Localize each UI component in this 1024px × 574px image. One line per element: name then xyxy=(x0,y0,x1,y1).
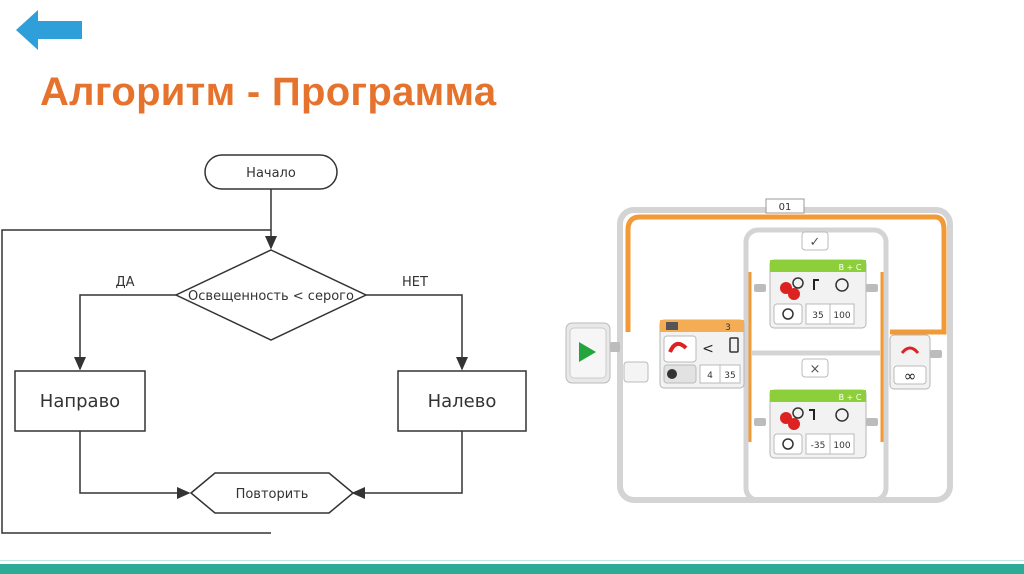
left-action-box xyxy=(397,370,527,432)
left-action-label: Налево xyxy=(428,391,497,412)
yes-label: ДА xyxy=(115,275,134,290)
play-icon xyxy=(579,342,596,362)
move-steering-block-true: B + C 35 100 xyxy=(769,259,867,329)
repeat-hexagon xyxy=(189,472,355,514)
right-action-box xyxy=(14,370,146,432)
svg-text:B + C: B + C xyxy=(839,263,862,272)
threshold-value: 35 xyxy=(724,371,735,381)
bottom-accent-bar xyxy=(0,561,1024,574)
move-steering-block-false: B + C -35 100 xyxy=(769,389,867,459)
slide-title: Алгоритм - Программа xyxy=(40,70,497,114)
true-case-icon: ✓ xyxy=(810,235,821,250)
flowchart: Начало Освещенность < серого ДА НЕТ Напр… xyxy=(1,154,527,534)
start-label: Начало xyxy=(246,166,296,181)
decision-diamond xyxy=(174,249,368,341)
svg-text:35: 35 xyxy=(812,311,823,321)
sensor-port: 3 xyxy=(725,323,731,333)
compare-mode: 4 xyxy=(707,371,713,381)
right-action-label: Направо xyxy=(40,391,120,412)
false-case-icon: × xyxy=(810,362,821,377)
svg-text:100: 100 xyxy=(833,441,850,451)
no-label: НЕТ xyxy=(402,275,428,290)
svg-text:B + C: B + C xyxy=(839,393,862,402)
ev3-program: 01 3 < 4 35 ✓ × B + C 35 1 xyxy=(565,198,953,503)
compare-symbol: < xyxy=(702,341,714,357)
loop-label: 01 xyxy=(779,202,792,213)
svg-text:-35: -35 xyxy=(811,441,826,451)
repeat-label: Повторить xyxy=(236,487,309,502)
back-arrow-icon[interactable] xyxy=(14,8,84,52)
condition-label: Освещенность < серого xyxy=(188,289,354,304)
loop-end-icon: ∞ xyxy=(904,367,917,385)
svg-text:100: 100 xyxy=(833,311,850,321)
